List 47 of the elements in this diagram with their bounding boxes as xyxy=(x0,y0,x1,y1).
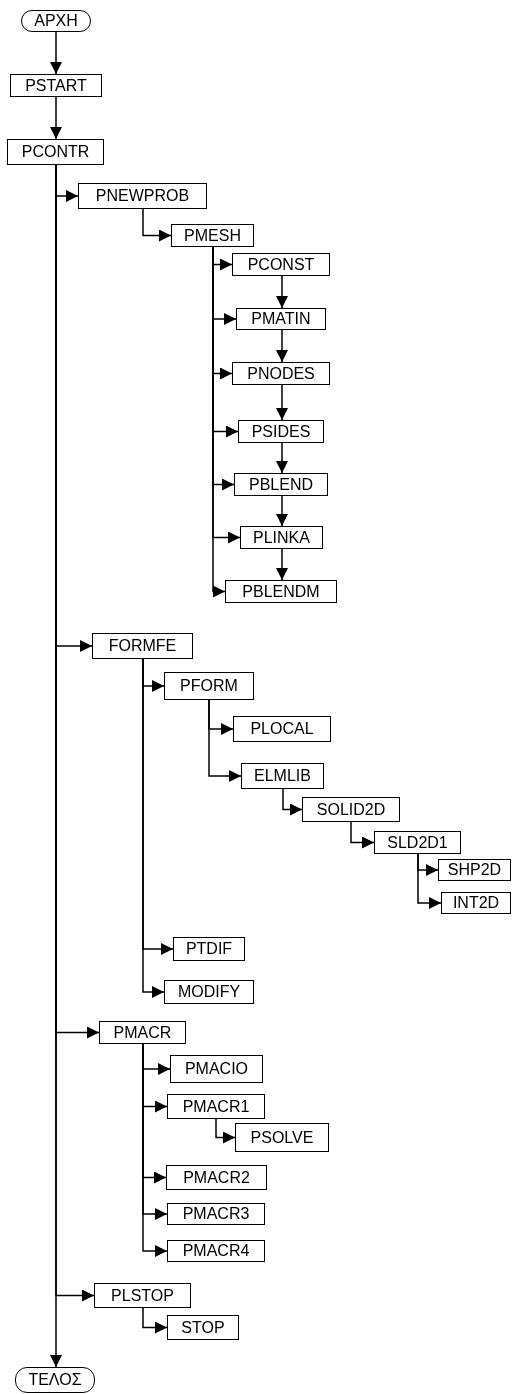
process-box: PFORM xyxy=(164,672,254,700)
process-box: PMACR4 xyxy=(167,1240,265,1262)
arrow xyxy=(276,495,288,527)
arrow xyxy=(215,1118,236,1144)
process-box: PLOCAL xyxy=(233,716,331,742)
process-box: SLD2D1 xyxy=(374,831,461,854)
process-box: PMESH xyxy=(171,224,254,247)
process-box: PLSTOP xyxy=(94,1283,191,1308)
arrow xyxy=(276,548,288,581)
arrow xyxy=(50,96,62,140)
process-box: PCONTR xyxy=(7,139,104,165)
arrow xyxy=(276,384,288,421)
process-box: SHP2D xyxy=(438,859,511,881)
arrow xyxy=(350,821,375,849)
arrow xyxy=(417,853,442,909)
process-box: PSOLVE xyxy=(235,1123,329,1152)
process-box: SOLID2D xyxy=(302,797,400,822)
arrow xyxy=(276,442,288,474)
arrow xyxy=(142,1307,168,1334)
process-box: PMACR1 xyxy=(167,1094,265,1119)
process-box: FORMFE xyxy=(92,633,193,659)
process-box: PMACR3 xyxy=(167,1203,265,1225)
arrow xyxy=(50,31,62,75)
process-box: PTDIF xyxy=(173,937,245,961)
arrow xyxy=(282,788,303,816)
process-box: PMATIN xyxy=(236,308,326,330)
arrow xyxy=(142,208,172,242)
process-box: STOP xyxy=(167,1315,239,1340)
arrow xyxy=(208,699,242,782)
process-box: PMACR xyxy=(99,1021,186,1044)
arrow xyxy=(276,275,288,309)
process-box: PLINKA xyxy=(240,526,323,549)
process-box: PBLEND xyxy=(234,473,328,496)
process-box: PMACIO xyxy=(170,1055,263,1083)
arrow xyxy=(276,329,288,363)
process-box: MODIFY xyxy=(164,980,254,1004)
process-box: INT2D xyxy=(441,892,511,914)
process-box: PSIDES xyxy=(238,420,324,443)
process-box: PCONST xyxy=(232,253,330,276)
process-box: PSTART xyxy=(10,74,102,97)
process-box: PNODES xyxy=(232,362,330,385)
arrow xyxy=(142,658,165,998)
process-box: PNEWPROB xyxy=(78,183,207,209)
process-box: ELMLIB xyxy=(241,763,324,789)
process-box: PBLENDM xyxy=(225,580,337,603)
process-box: PMACR2 xyxy=(166,1165,267,1190)
arrow xyxy=(142,1043,168,1257)
